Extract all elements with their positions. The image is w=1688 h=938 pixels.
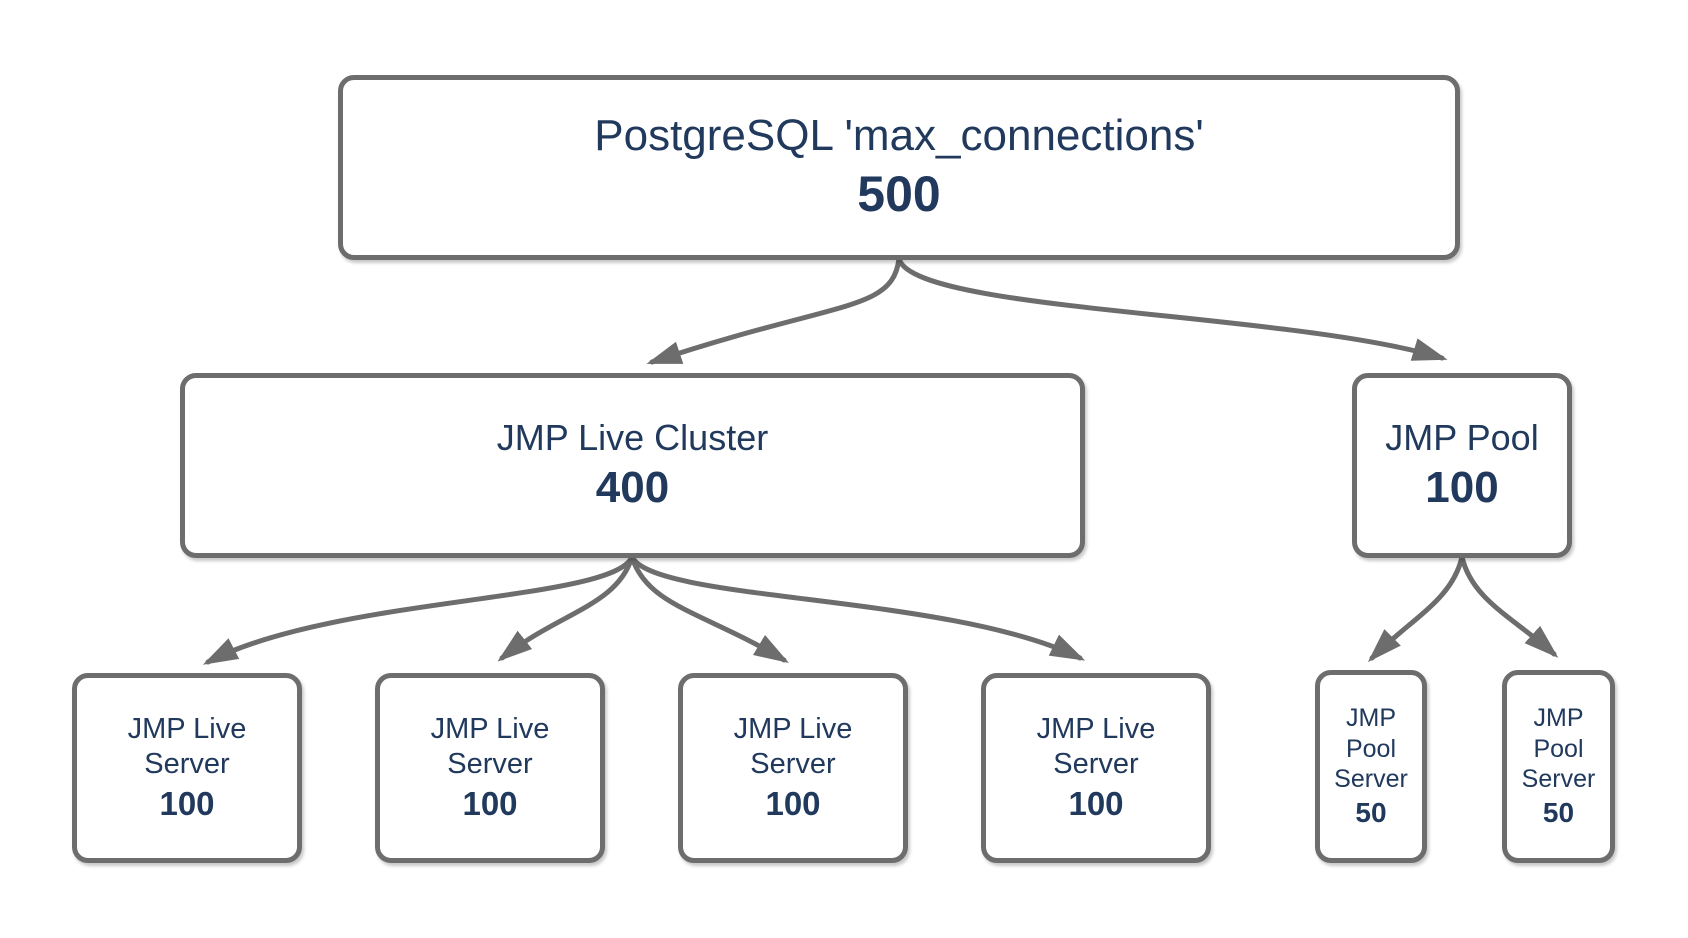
- node-jmp-live-server-3: JMP Live Server 100: [678, 673, 908, 863]
- node-value: 50: [1355, 796, 1387, 828]
- edge-cluster-to-live2: [497, 554, 635, 662]
- node-label: JMP Pool Server: [1334, 704, 1408, 794]
- node-jmp-live-server-4: JMP Live Server 100: [981, 673, 1211, 863]
- edge-pool-to-pools2: [1459, 554, 1559, 658]
- node-label: JMP Pool Server: [1521, 704, 1596, 794]
- edge-pool-to-pools1: [1367, 554, 1465, 663]
- node-label: JMP Live Cluster: [496, 417, 769, 459]
- node-label: JMP Live Server: [733, 713, 853, 781]
- edge-cluster-to-live4: [629, 554, 1086, 661]
- node-postgresql-max-connections: PostgreSQL 'max_connections' 500: [338, 75, 1460, 260]
- edge-cluster-to-live1: [202, 554, 635, 665]
- node-label: JMP Live Server: [127, 713, 247, 781]
- node-value: 400: [595, 462, 670, 512]
- node-label: JMP Pool: [1385, 417, 1539, 459]
- node-label: JMP Live Server: [430, 713, 550, 781]
- node-value: 50: [1542, 796, 1575, 828]
- node-jmp-pool: JMP Pool 100: [1352, 373, 1572, 558]
- node-jmp-live-cluster: JMP Live Cluster 400: [180, 373, 1085, 558]
- node-jmp-live-server-1: JMP Live Server 100: [72, 673, 302, 863]
- node-label: JMP Live Server: [1036, 713, 1156, 781]
- edge-cluster-to-live3: [629, 554, 790, 663]
- node-value: 100: [1425, 462, 1499, 512]
- node-jmp-live-server-2: JMP Live Server 100: [375, 673, 605, 863]
- node-value: 100: [462, 784, 518, 822]
- node-jmp-pool-server-2: JMP Pool Server 50: [1502, 670, 1615, 863]
- node-value: 500: [857, 166, 941, 223]
- node-value: 100: [1068, 784, 1124, 822]
- edge-postgres-to-pool: [896, 256, 1448, 361]
- node-value: 100: [159, 784, 215, 822]
- node-label: PostgreSQL 'max_connections': [594, 111, 1204, 161]
- node-jmp-pool-server-1: JMP Pool Server 50: [1315, 670, 1427, 863]
- node-value: 100: [765, 784, 821, 822]
- edge-postgres-to-cluster: [646, 256, 902, 365]
